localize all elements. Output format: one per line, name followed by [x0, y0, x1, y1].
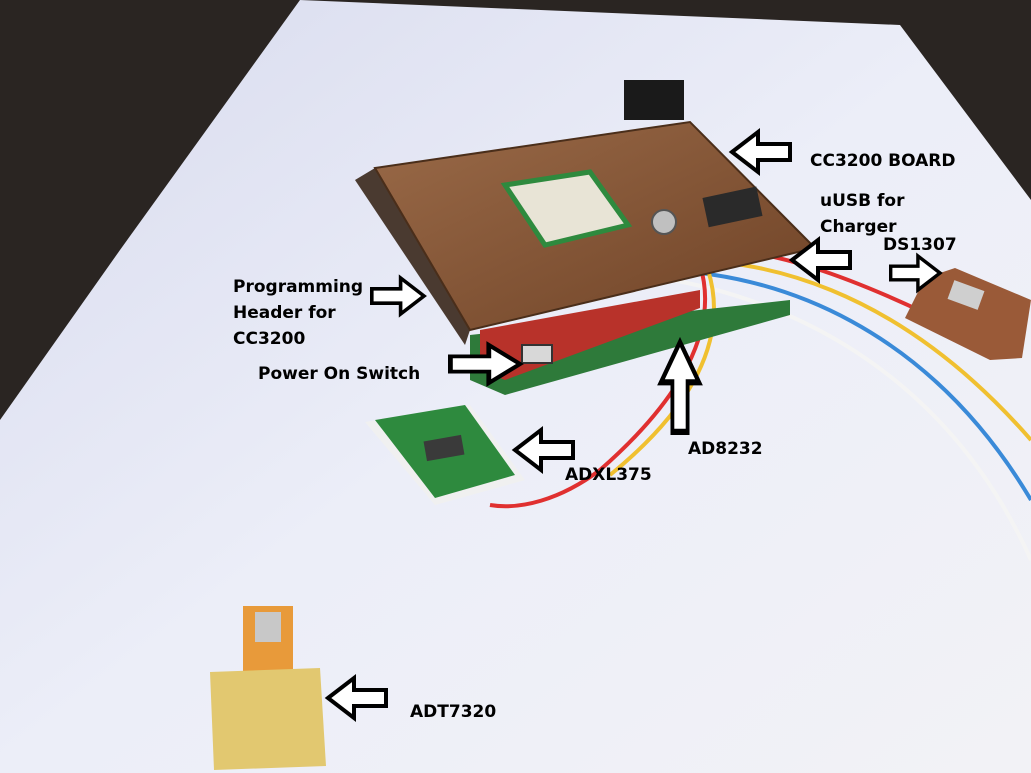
usb-connector: [702, 186, 763, 228]
label-usb-line2: Charger: [820, 217, 897, 237]
base-green-board: [470, 300, 790, 395]
pcb-side: [355, 168, 470, 345]
label-power-switch: Power On Switch: [258, 364, 421, 384]
label-programming-line1: Programming: [233, 277, 364, 297]
label-programming-line3: CC3200: [233, 329, 306, 349]
label-ds1307: DS1307: [883, 235, 957, 255]
label-programming-line2: Header for: [233, 303, 336, 323]
adt7320-body: [210, 668, 326, 770]
label-cc3200-board: CC3200 BOARD: [810, 151, 956, 171]
label-ad8232: AD8232: [688, 439, 763, 459]
ds1307-chip: [947, 280, 985, 310]
wifi-module: [500, 169, 633, 248]
header-pins: [624, 80, 684, 120]
ds1307-board: [905, 268, 1031, 360]
adt7320-chip-area: [255, 612, 281, 642]
label-adt7320: ADT7320: [410, 702, 497, 722]
label-adxl375: ADXL375: [565, 465, 652, 485]
adxl375-chip: [423, 434, 465, 462]
capacitor: [651, 209, 677, 235]
label-usb-line1: uUSB for: [820, 191, 905, 211]
power-switch: [521, 344, 553, 364]
